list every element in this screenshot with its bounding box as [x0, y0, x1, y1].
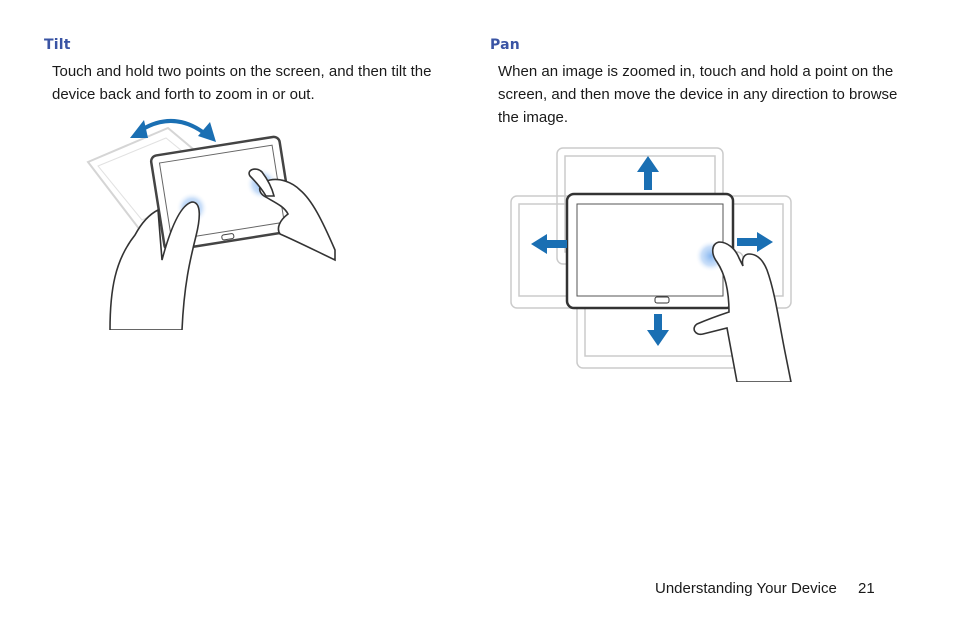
tilt-illustration: [86, 119, 336, 330]
pan-illustration: [510, 147, 792, 382]
pan-description: When an image is zoomed in, touch and ho…: [498, 60, 897, 129]
hand-icon: [109, 168, 336, 330]
hand-icon: [693, 241, 792, 382]
pan-description-line: the image.: [498, 109, 569, 126]
pan-description-line: screen, and then move the device in any …: [498, 86, 898, 103]
pan-arrows-icon: [531, 156, 773, 346]
footer-page-number: 21: [858, 580, 875, 597]
tilt-description: Touch and hold two points on the screen,…: [52, 60, 431, 106]
pan-description-line: When an image is zoomed in, touch and ho…: [498, 63, 894, 80]
tilt-description-line: Touch and hold two points on the screen,…: [52, 63, 432, 80]
tilt-heading: Tilt: [44, 37, 71, 53]
footer-chapter-title: Understanding Your Device: [655, 580, 837, 597]
tilt-arrow-icon: [130, 119, 216, 142]
tilt-description-line: device back and forth to zoom in or out.: [52, 86, 315, 103]
pan-heading: Pan: [490, 37, 520, 53]
